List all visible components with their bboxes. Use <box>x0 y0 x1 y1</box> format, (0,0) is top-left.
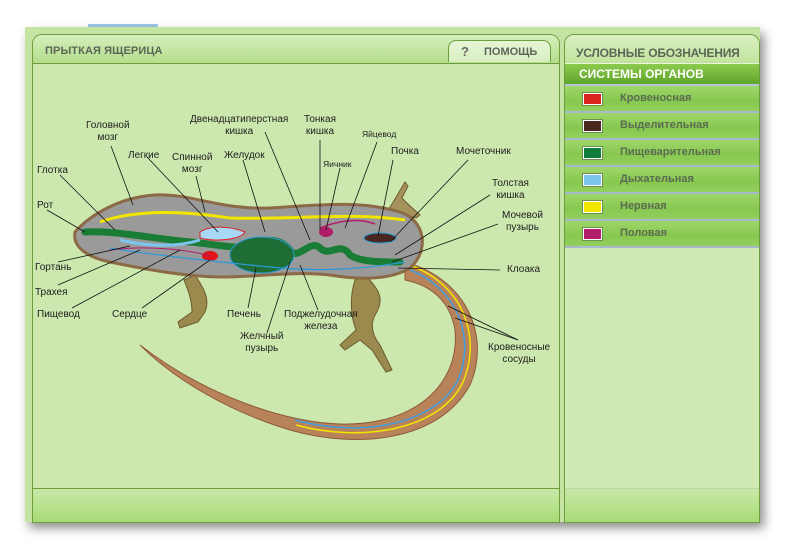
leader-ovary <box>325 167 341 231</box>
legend-label: Половая <box>620 227 668 239</box>
label-esophagus: Пищевод <box>37 309 80 320</box>
trachea <box>119 238 201 247</box>
leader-pancreas <box>299 264 319 311</box>
label-lungs: Легкие <box>128 150 160 161</box>
leader-esophagus <box>71 249 181 309</box>
leader-liver <box>247 267 257 309</box>
blood-vessel-main <box>109 247 406 271</box>
lizard-hind-leg <box>339 274 393 373</box>
diagram-area <box>33 64 559 488</box>
legend-item-excretory[interactable]: Выделительная <box>565 113 759 140</box>
label-spinal-cord: Спинной мозг <box>172 152 213 175</box>
leader-stomach <box>242 159 266 233</box>
ovary <box>319 227 333 237</box>
blood-vessel-red <box>109 247 211 257</box>
leader-vessels-1 <box>447 305 519 341</box>
diagram-panel-header: ПРЫТКАЯ ЯЩЕРИЦА ? ПОМОЩЬ <box>33 35 559 64</box>
legend-title: УСЛОВНЫЕ ОБОЗНАЧЕНИЯ <box>576 46 740 60</box>
color-swatch <box>583 93 602 105</box>
label-trachea: Трахея <box>35 287 68 298</box>
label-mouth: Рот <box>37 200 54 211</box>
legend-label: Дыхательная <box>620 173 694 185</box>
organ-systems-header: СИСТЕМЫ ОРГАНОВ <box>565 63 759 86</box>
color-swatch <box>583 228 602 240</box>
legend-label: Выделительная <box>620 119 709 131</box>
lizard-tail <box>139 261 478 440</box>
top-accent-line <box>88 24 158 27</box>
leader-large-intestine <box>394 194 491 256</box>
leader-pharynx <box>59 174 116 231</box>
liver <box>229 236 295 274</box>
leader-duodenum <box>264 131 311 241</box>
leader-brain <box>110 145 134 206</box>
diagram-panel: ПРЫТКАЯ ЯЩЕРИЦА ? ПОМОЩЬ <box>32 34 560 523</box>
label-cloaca: Клоака <box>507 264 541 275</box>
legend-panel-footer <box>565 488 759 522</box>
color-swatch <box>583 120 602 132</box>
leader-mouth <box>46 209 86 233</box>
tail-vessel-blue <box>294 269 466 429</box>
color-swatch <box>583 147 602 159</box>
leader-gallbladder <box>266 261 291 334</box>
help-button[interactable]: ? ПОМОЩЬ <box>448 40 551 62</box>
leader-larynx <box>57 245 131 263</box>
lizard-front-leg <box>177 274 208 329</box>
kidney <box>363 232 397 244</box>
leader-bladder <box>391 223 499 263</box>
leader-lines <box>46 131 519 341</box>
leader-spinal-cord <box>195 175 206 213</box>
label-stomach: Желудок <box>224 150 265 161</box>
legend-panel: УСЛОВНЫЕ ОБОЗНАЧЕНИЯ СИСТЕМЫ ОРГАНОВ Кро… <box>564 34 760 523</box>
help-label: ПОМОЩЬ <box>484 46 538 58</box>
label-bladder: Мочевой пузырь <box>502 210 543 233</box>
label-gallbladder: Желчный пузырь <box>240 331 284 354</box>
page-title: ПРЫТКАЯ ЯЩЕРИЦА <box>45 45 163 57</box>
legend-item-respiratory[interactable]: Дыхательная <box>565 167 759 194</box>
legend-label: Кровеносная <box>620 92 692 104</box>
legend-header: УСЛОВНЫЕ ОБОЗНАЧЕНИЯ <box>565 35 759 63</box>
label-small-intestine: Тонкая кишка <box>304 114 336 137</box>
leader-vessels-2 <box>454 317 519 341</box>
lungs <box>199 226 246 241</box>
color-swatch <box>583 174 602 186</box>
legend-label: Нервная <box>620 200 667 212</box>
legend-list: Кровеносная Выделительная Пищеварительна… <box>565 86 759 248</box>
label-large-intestine: Толстая кишка <box>492 178 529 201</box>
spinal-cord <box>99 211 406 224</box>
label-pancreas: Поджелудочная железа <box>284 309 358 332</box>
leader-cloaka <box>397 267 501 271</box>
tail-nerve-yellow <box>295 265 471 434</box>
leader-oviduct <box>344 141 378 229</box>
oviduct <box>319 219 376 229</box>
label-liver: Печень <box>227 309 261 320</box>
label-ureter: Мочеточник <box>456 146 511 157</box>
leader-kidney <box>377 159 394 237</box>
legend-item-circulatory[interactable]: Кровеносная <box>565 86 759 113</box>
label-larynx: Гортань <box>35 262 72 273</box>
legend-label: Пищеварительная <box>620 146 721 158</box>
organ-systems-title: СИСТЕМЫ ОРГАНОВ <box>579 67 704 81</box>
leader-ureter <box>389 159 469 243</box>
leader-trachea <box>57 249 141 286</box>
legend-item-reproductive[interactable]: Половая <box>565 221 759 248</box>
help-icon: ? <box>461 44 469 59</box>
leader-heart <box>141 259 211 309</box>
label-ovary: Яичник <box>323 159 352 169</box>
color-swatch <box>583 201 602 213</box>
label-blood-vessels: Кровеносные сосуды <box>488 342 551 365</box>
label-pharynx: Глотка <box>37 165 68 176</box>
legend-item-nervous[interactable]: Нервная <box>565 194 759 221</box>
label-heart: Сердце <box>112 309 148 320</box>
label-brain: Головной мозг <box>86 120 130 143</box>
label-kidney: Почка <box>391 146 419 157</box>
leader-lungs <box>146 156 219 233</box>
diagram-panel-footer <box>33 488 559 522</box>
label-oviduct: Яйцевод <box>362 129 397 139</box>
legend-item-digestive[interactable]: Пищеварительная <box>565 140 759 167</box>
label-duodenum: Двенадцатиперстная кишка <box>190 114 289 137</box>
